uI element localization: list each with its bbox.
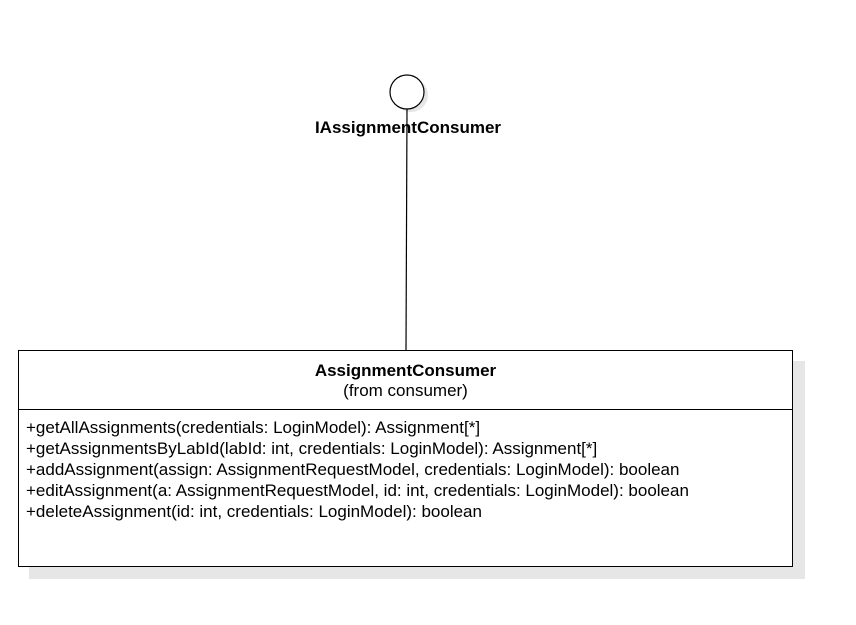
class-box[interactable]: AssignmentConsumer (from consumer) +getA… (18, 350, 793, 567)
class-name: AssignmentConsumer (314, 361, 497, 380)
class-package: (from consumer) (343, 381, 468, 400)
realization-connector (405, 108, 408, 351)
operation-edit-assignment: +editAssignment(a: AssignmentRequestMode… (26, 481, 689, 500)
class-header: AssignmentConsumer (from consumer) (19, 351, 792, 410)
operation-get-assignments-by-lab-id: +getAssignmentsByLabId(labId: int, crede… (26, 439, 598, 458)
interface-lollipop-icon (389, 74, 425, 110)
interface-name: IAssignmentConsumer (314, 118, 502, 137)
class-operations: +getAllAssignments(credentials: LoginMod… (19, 410, 792, 522)
operation-delete-assignment: +deleteAssignment(id: int, credentials: … (26, 502, 482, 521)
operation-add-assignment: +addAssignment(assign: AssignmentRequest… (26, 460, 680, 479)
operation-get-all-assignments: +getAllAssignments(credentials: LoginMod… (26, 418, 481, 437)
